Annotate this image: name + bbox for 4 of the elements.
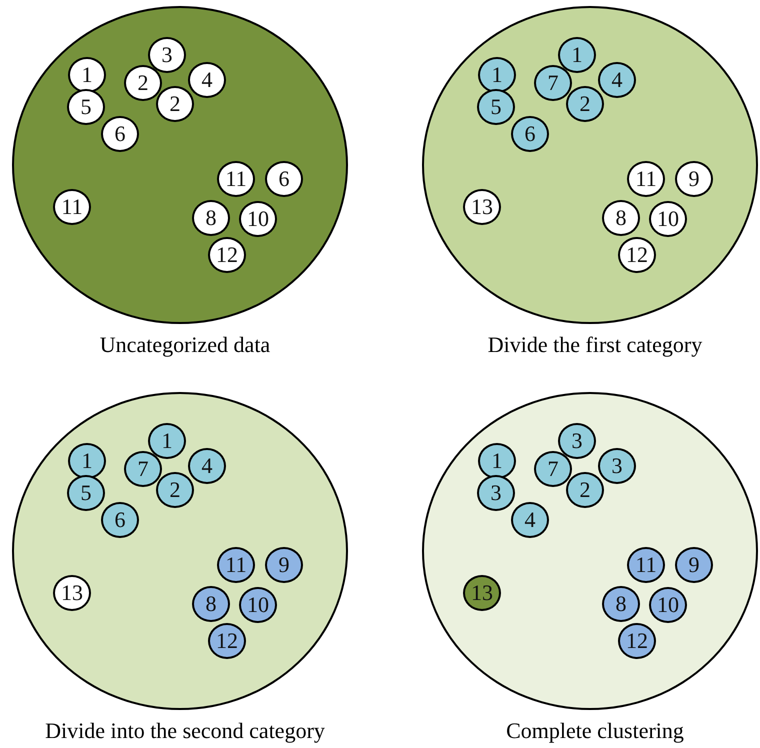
- cluster-label: Divide into the second category: [45, 718, 325, 744]
- cluster-label: Uncategorized data: [100, 332, 270, 358]
- cluster-label: Divide the first category: [488, 332, 702, 358]
- cluster-label: Complete clustering: [506, 718, 684, 744]
